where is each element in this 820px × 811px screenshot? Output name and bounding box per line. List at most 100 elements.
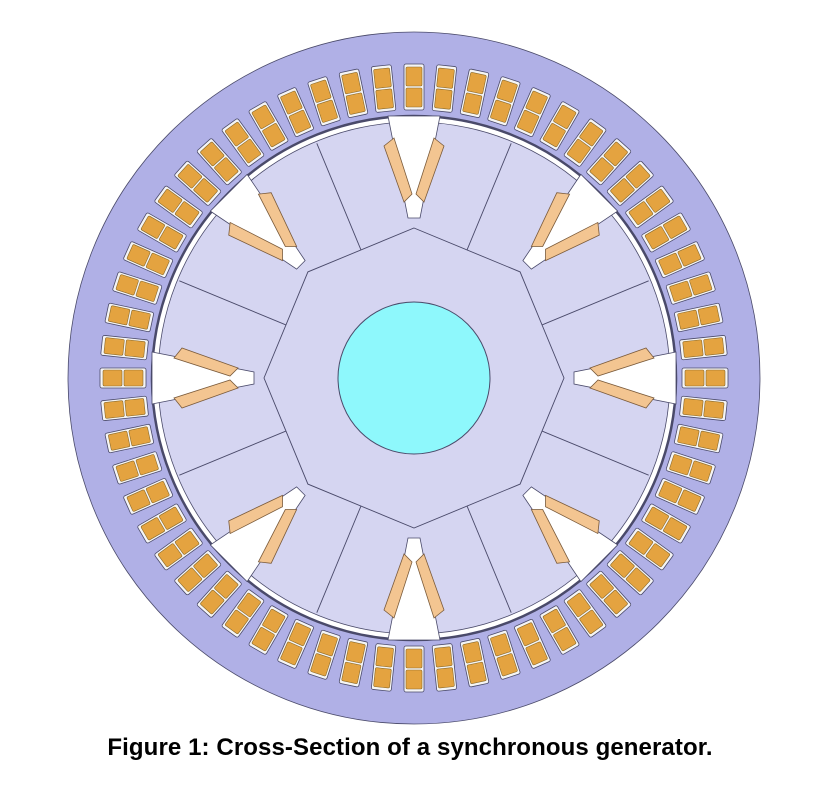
stator-slot xyxy=(679,395,728,421)
rotor-segment-line xyxy=(541,280,649,326)
stator-slot xyxy=(112,271,163,305)
stator-slot xyxy=(307,76,341,127)
stator-winding-conductor xyxy=(174,531,200,555)
rotor-field-winding xyxy=(530,509,571,564)
stator-winding-conductor xyxy=(115,460,139,482)
stator-winding-conductor xyxy=(262,608,286,633)
stator-slot xyxy=(625,185,674,229)
stator-winding-conductor xyxy=(603,589,628,615)
stator-slot xyxy=(277,87,314,137)
stator-winding-conductor xyxy=(677,426,700,447)
stator-slot xyxy=(221,118,265,167)
stator-slot xyxy=(641,212,691,253)
rotor-pole-slot xyxy=(383,115,445,219)
stator-winding-conductor xyxy=(663,517,688,541)
stator-winding-conductor xyxy=(682,398,704,417)
stator-slot xyxy=(174,550,222,596)
stator-winding-conductor xyxy=(525,641,548,666)
rotor-pole-slot xyxy=(522,486,619,583)
stator-slot xyxy=(487,629,521,680)
stator-winding-conductor xyxy=(157,543,183,567)
stator-slots xyxy=(99,63,729,693)
stator-slot xyxy=(679,335,728,361)
stator-winding-conductor xyxy=(703,337,725,356)
stator-winding-conductor xyxy=(434,646,453,668)
rotor-field-winding xyxy=(415,553,445,619)
figure-caption: Figure 1: Cross-Section of a synchronous… xyxy=(107,734,713,761)
stator-slot xyxy=(104,302,154,333)
stator-winding-conductor xyxy=(124,339,146,358)
stator-slot xyxy=(681,367,729,389)
rotor-segment-line xyxy=(316,505,362,613)
stator-winding-conductor xyxy=(251,627,275,652)
stator-winding-conductor xyxy=(126,489,151,512)
stator-slot xyxy=(459,638,490,688)
stator-slot xyxy=(539,605,580,655)
stator-slot xyxy=(174,160,222,206)
stator-winding-conductor xyxy=(174,201,200,225)
stator-winding-conductor xyxy=(625,567,651,592)
rotor-field-winding xyxy=(415,137,445,203)
rotor-pole-slot xyxy=(209,486,306,583)
stator-slot xyxy=(459,68,490,118)
stator-winding-conductor xyxy=(405,669,423,690)
stator-winding-conductor xyxy=(496,79,518,103)
stator-slot xyxy=(100,335,149,361)
stator-winding-conductor xyxy=(345,641,366,664)
rotor-field-winding xyxy=(173,347,239,377)
stator-slot xyxy=(123,478,173,515)
stator-slot xyxy=(625,527,674,571)
stator-winding-conductor xyxy=(157,189,183,213)
stator-winding-conductor xyxy=(434,88,453,110)
stator-winding-conductor xyxy=(462,641,483,664)
stator-winding-conductor xyxy=(103,337,125,356)
stator-winding-conductor xyxy=(462,92,483,115)
rotor-segment-line xyxy=(179,280,287,326)
stator-slot xyxy=(431,64,457,113)
stator-winding-conductor xyxy=(542,608,566,633)
stator-slot xyxy=(104,423,154,454)
stator-slot xyxy=(277,619,314,669)
stator-winding-conductor xyxy=(645,543,671,567)
stator-winding-conductor xyxy=(375,88,394,110)
stator-winding-conductor xyxy=(280,90,303,115)
stator-slot xyxy=(665,451,716,485)
stator-winding-conductor xyxy=(496,653,518,677)
rotor-pole-slot xyxy=(573,347,677,409)
rotor-pole-slot xyxy=(209,173,306,270)
stator-slot xyxy=(563,118,607,167)
rotor-field-winding xyxy=(383,137,413,203)
stator-slot xyxy=(655,478,705,515)
stator-slot xyxy=(431,643,457,692)
stator-winding-conductor xyxy=(159,226,184,250)
stator-winding-conductor xyxy=(644,226,669,250)
rotor-field-winding xyxy=(589,379,655,409)
generator-cross-section-diagram xyxy=(67,31,761,725)
stator-winding-conductor xyxy=(373,67,392,89)
stator-winding-conductor xyxy=(677,309,700,330)
stator-winding-conductor xyxy=(567,592,591,618)
stator-winding-conductor xyxy=(310,653,332,677)
stator-winding-conductor xyxy=(610,178,635,203)
stator-winding-conductor xyxy=(644,506,669,530)
stator-winding-conductor xyxy=(225,121,249,147)
stator-winding-conductor xyxy=(177,567,203,592)
stator-slot xyxy=(403,645,425,693)
stator-slot xyxy=(196,138,242,186)
stator-winding-conductor xyxy=(628,201,654,225)
rotor-segment-line xyxy=(316,143,362,251)
stator-slot xyxy=(487,76,521,127)
stator-winding-conductor xyxy=(684,369,705,387)
shaft xyxy=(337,301,491,455)
stator-winding-conductor xyxy=(237,592,261,618)
stator-winding-conductor xyxy=(200,141,225,167)
stator-slot xyxy=(371,643,397,692)
stator-slot xyxy=(371,64,397,113)
stator-slot xyxy=(154,527,203,571)
stator-slot xyxy=(674,423,724,454)
stator-winding-conductor xyxy=(625,164,651,189)
stator-winding-conductor xyxy=(405,648,423,669)
stator-winding-conductor xyxy=(436,667,455,689)
stator-winding-conductor xyxy=(589,157,614,182)
stator-slot xyxy=(307,629,341,680)
